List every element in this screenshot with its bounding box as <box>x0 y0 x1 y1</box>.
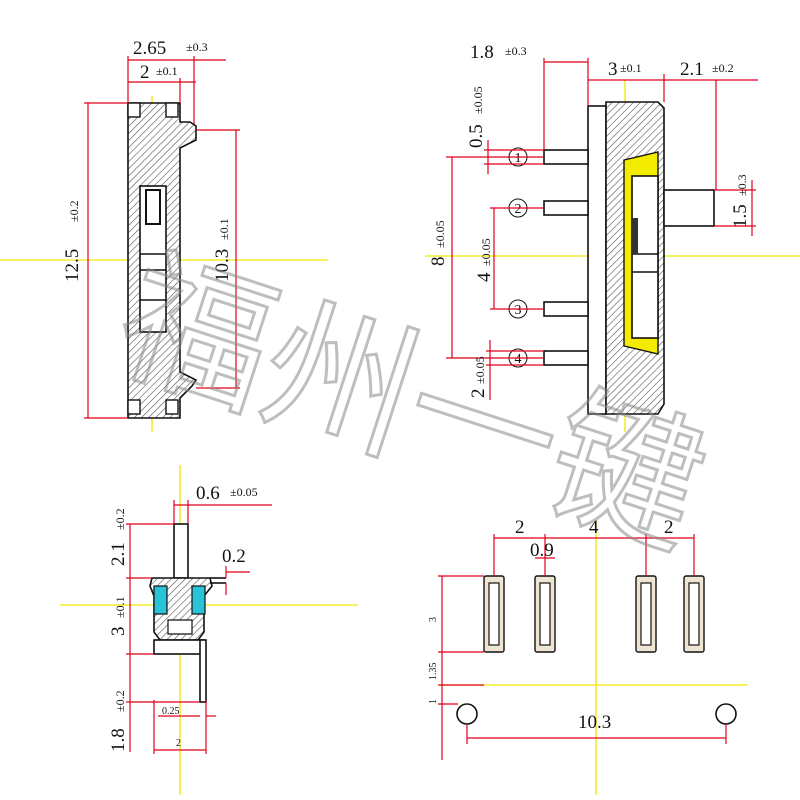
tol-side-pin-offset: ±0.05 <box>473 356 487 384</box>
dim-end-knob-dia: 0.6 <box>196 483 220 504</box>
pad-4 <box>683 575 705 653</box>
tol-front-body-width: ±0.1 <box>156 64 178 78</box>
dim-side-pin-span: 8 <box>428 257 449 267</box>
dim-fp-pad-height: 3 <box>428 617 439 622</box>
front-dimensions: 2.65 ±0.3 2 ±0.1 12.5 ±0.2 10.3 ±0.1 <box>62 38 240 419</box>
dim-front-overall-height: 12.5 <box>62 249 83 282</box>
end-dimensions: 0.6 ±0.05 2.1 ±0.2 0.2 3 ±0.1 1.8 ±0.2 0… <box>108 483 272 754</box>
dim-fp-hole: 1 <box>428 699 439 704</box>
dim-fp-pitch-right: 2 <box>664 517 674 538</box>
dim-front-inner-height: 10.3 <box>212 249 233 282</box>
mounting-hole-left <box>456 703 478 725</box>
dim-fp-pitch-left: 2 <box>515 517 525 538</box>
side-view: 1 2 3 4 <box>508 101 715 415</box>
dim-end-flange: 0.2 <box>222 546 246 567</box>
tol-end-knob-height: ±0.2 <box>113 508 127 530</box>
tol-side-body-depth: ±0.1 <box>620 61 642 75</box>
dim-fp-slot: 0.9 <box>530 540 554 561</box>
dim-end-lead-height: 1.8 <box>108 728 129 752</box>
tol-side-knob-length: ±0.2 <box>712 61 734 75</box>
tol-side-knob-width: ±0.3 <box>735 174 749 196</box>
dim-front-body-width: 2 <box>140 62 150 83</box>
dim-side-pin-offset: 2 <box>468 389 489 399</box>
svg-text:1: 1 <box>515 151 522 166</box>
tol-side-pin-span: ±0.05 <box>433 220 447 248</box>
end-view <box>149 523 226 703</box>
tol-side-pin-pitch: ±0.05 <box>479 238 493 266</box>
dim-side-pin-pitch: 4 <box>474 272 495 282</box>
side-dimensions: 1.8 ±0.3 3 ±0.1 2.1 ±0.2 0.5 ±0.05 1.5 ±… <box>428 42 758 400</box>
dim-front-overall-width: 2.65 <box>133 38 166 59</box>
dim-end-lead-gap: 2 <box>176 738 181 749</box>
dim-end-body-height: 3 <box>108 627 129 637</box>
pad-1 <box>483 575 505 653</box>
tol-front-overall-width: ±0.3 <box>186 40 208 54</box>
dim-side-knob-width: 1.5 <box>730 204 751 228</box>
tol-end-body-height: ±0.1 <box>113 596 127 618</box>
tol-front-inner-height: ±0.1 <box>217 218 231 240</box>
dim-end-knob-height: 2.1 <box>108 542 129 566</box>
dim-end-lead-thickness: 0.25 <box>162 706 180 717</box>
svg-text:4: 4 <box>515 352 522 367</box>
dim-fp-pitch-mid: 4 <box>589 517 599 538</box>
footprint-view <box>456 575 737 725</box>
tol-end-knob-dia: ±0.05 <box>230 485 258 499</box>
dim-fp-hole-span: 10.3 <box>578 712 611 733</box>
front-view <box>127 102 198 419</box>
dim-side-body-depth: 3 <box>608 59 618 80</box>
footprint-dimensions: 2 4 2 0.9 3 1.35 1 10.3 <box>428 517 727 760</box>
tol-side-pin-length: ±0.3 <box>505 44 527 58</box>
mounting-hole-right <box>715 703 737 725</box>
dim-side-pin-length: 1.8 <box>470 42 494 63</box>
svg-text:2: 2 <box>515 202 522 217</box>
pad-3 <box>635 575 657 653</box>
dim-side-pin-width: 0.5 <box>466 124 487 148</box>
svg-text:3: 3 <box>515 303 522 318</box>
tol-front-overall-height: ±0.2 <box>67 200 81 222</box>
pad-2 <box>534 575 556 653</box>
tol-end-lead-height: ±0.2 <box>113 690 127 712</box>
tol-side-pin-width: ±0.05 <box>471 86 485 114</box>
dim-side-knob-length: 2.1 <box>680 59 704 80</box>
dim-fp-gap: 1.35 <box>428 663 439 681</box>
